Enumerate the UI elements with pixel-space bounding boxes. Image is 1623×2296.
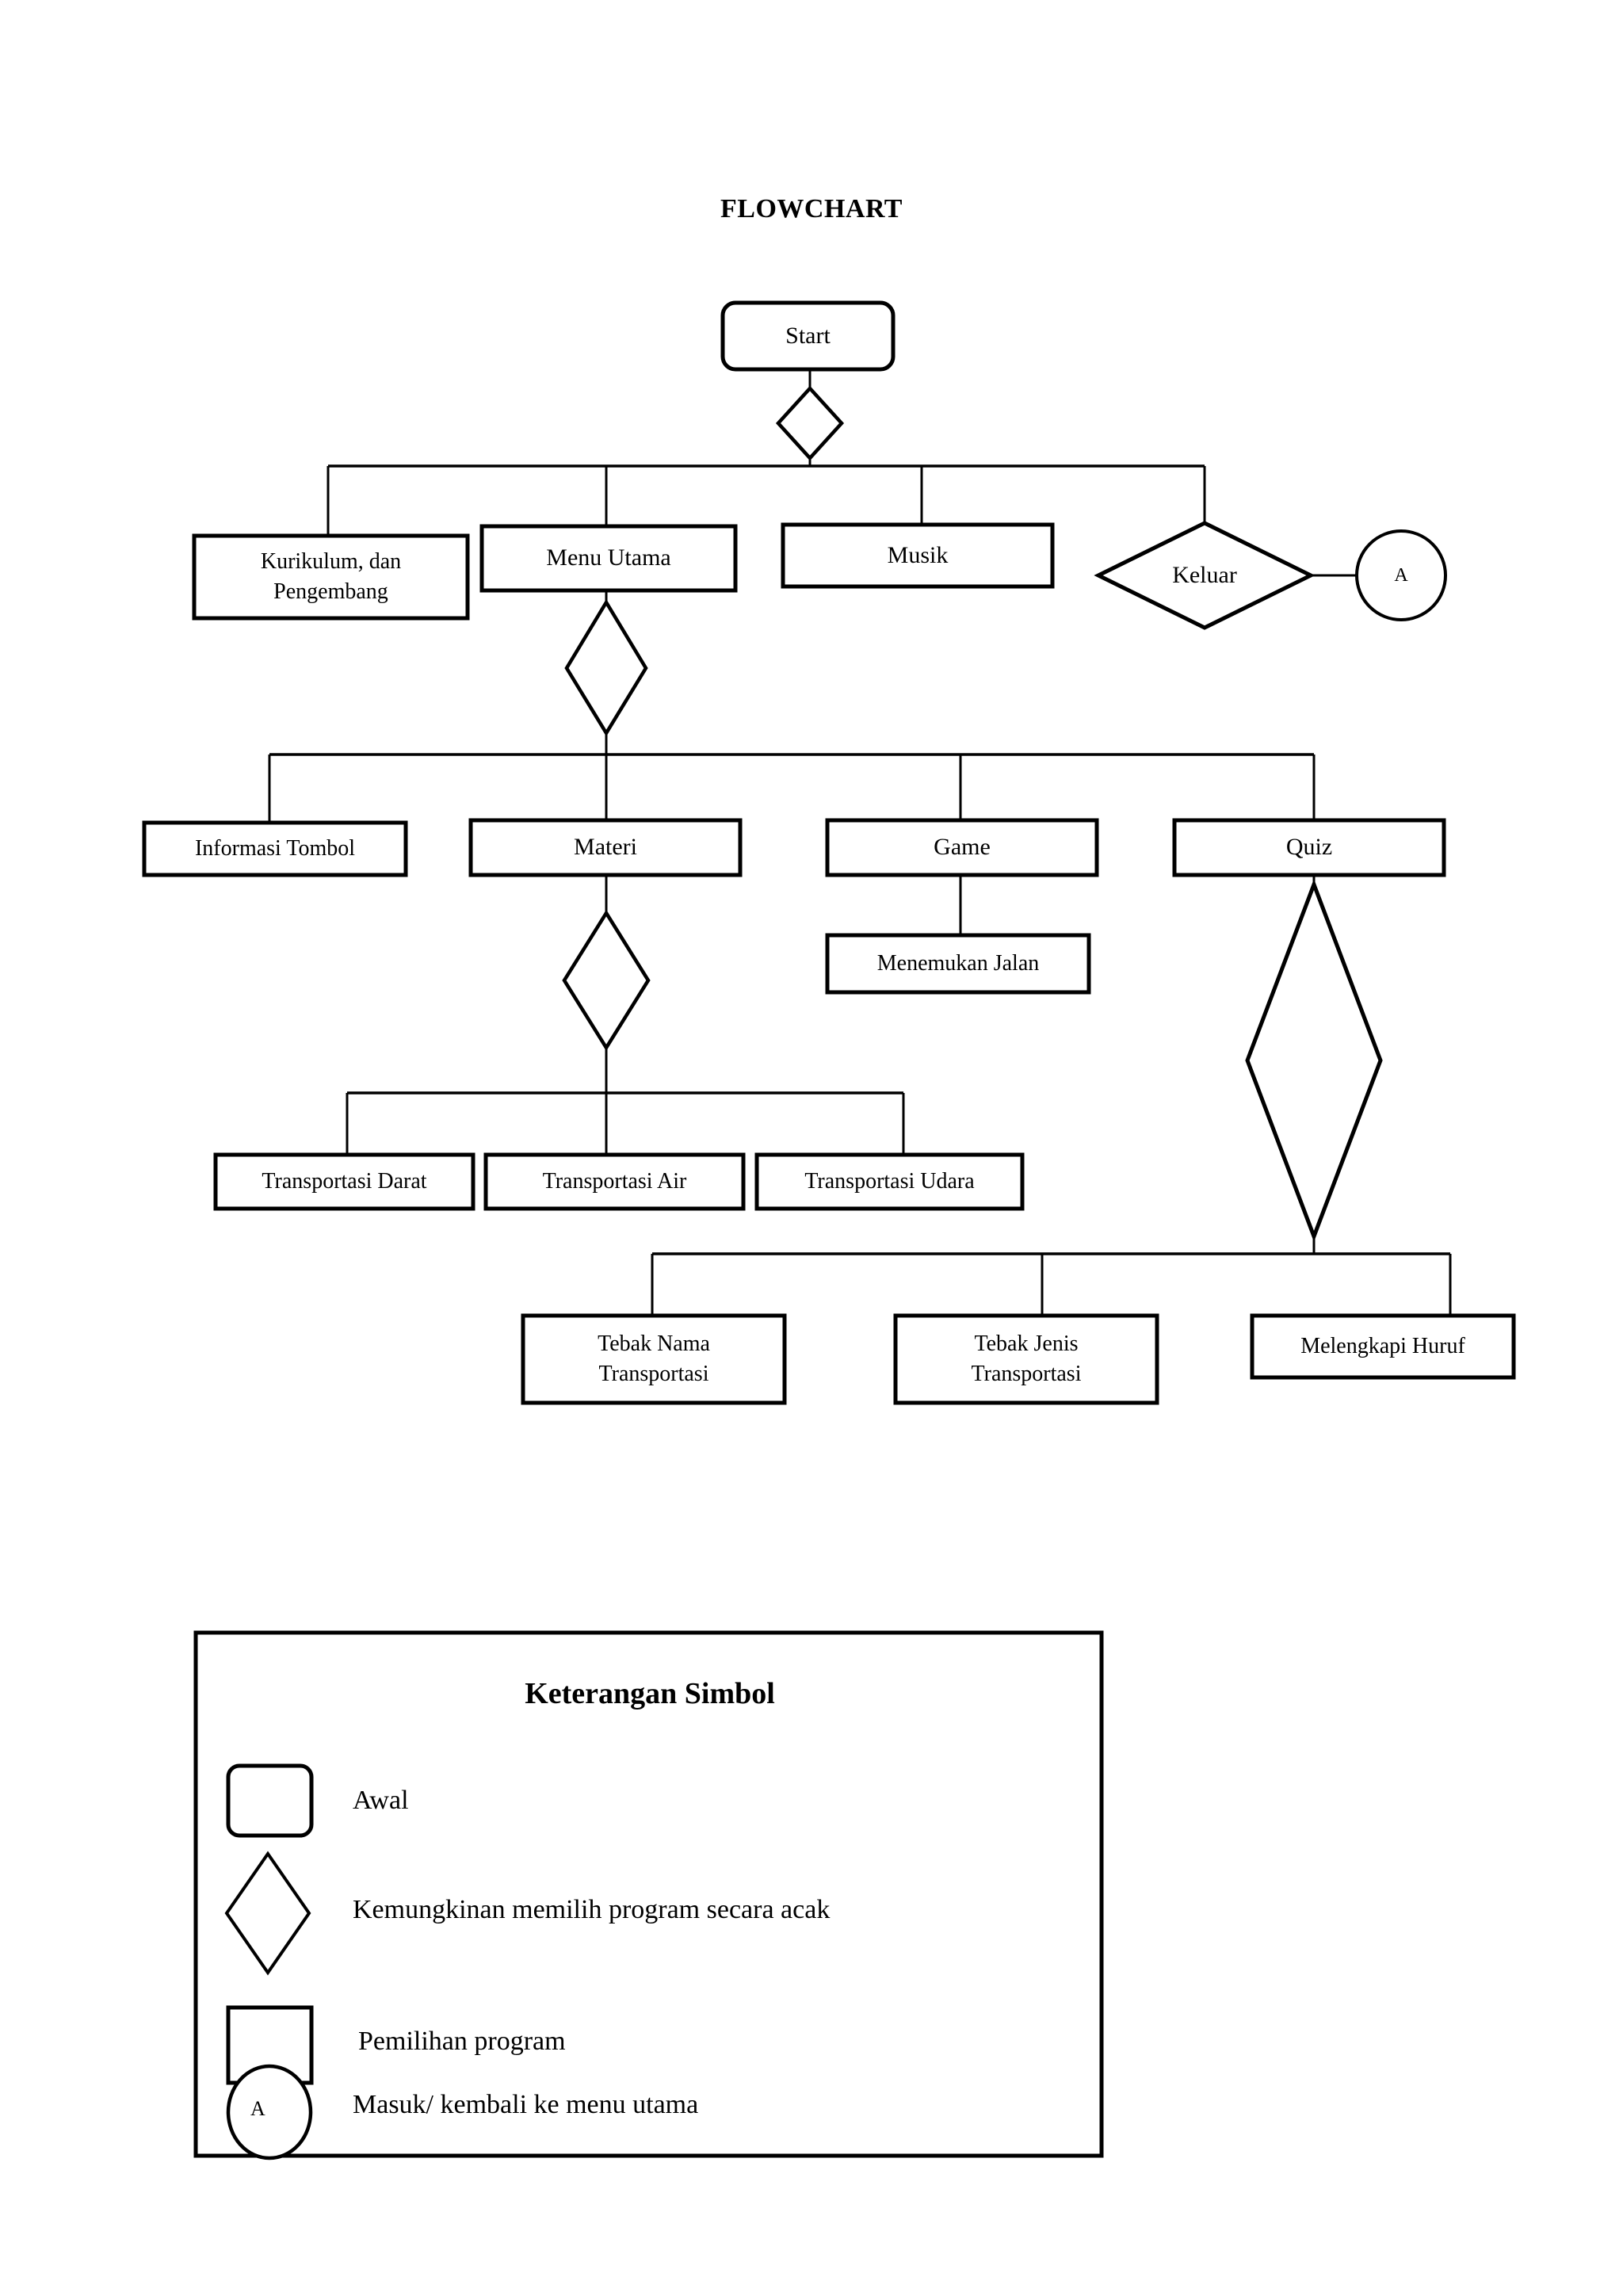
page-title: FLOWCHART: [720, 194, 903, 223]
node-transportasi-darat[interactable]: [213, 1152, 475, 1211]
legend-item-rectangle-text: Pemilihan program: [358, 2027, 566, 2056]
node-connector-a[interactable]: [1355, 529, 1447, 621]
node-decision-4[interactable]: [1245, 878, 1383, 1243]
node-decision-1[interactable]: [775, 385, 845, 461]
node-quiz[interactable]: [1172, 818, 1446, 877]
node-game[interactable]: [825, 818, 1099, 877]
legend-title: Keterangan Simbol: [525, 1677, 775, 1710]
legend-diamond-icon: [224, 1851, 311, 1976]
node-decision-3[interactable]: [562, 909, 651, 1052]
node-transportasi-udara[interactable]: [754, 1152, 1025, 1211]
node-start[interactable]: [720, 300, 896, 372]
node-melengkapi-huruf[interactable]: [1250, 1313, 1516, 1380]
node-transportasi-air[interactable]: [483, 1152, 746, 1211]
legend-item-connector-text: Masuk/ kembali ke menu utama: [353, 2090, 699, 2119]
node-tebak-jenis-transportasi[interactable]: [893, 1313, 1159, 1405]
node-tebak-nama-transportasi[interactable]: [521, 1313, 787, 1405]
legend-awal-icon: [226, 1763, 314, 1838]
node-materi[interactable]: [468, 818, 743, 877]
node-musik[interactable]: [781, 522, 1055, 589]
legend-box: [193, 1630, 1104, 2158]
node-kurikulum[interactable]: [192, 533, 470, 621]
legend-item-awal-text: Awal: [353, 1786, 409, 1815]
legend-connector-inner-label: A: [250, 2097, 265, 2120]
node-menu-utama[interactable]: [479, 524, 738, 593]
legend-connector-icon: [226, 2064, 313, 2160]
connector-lines: [268, 369, 1452, 1316]
node-decision-2[interactable]: [564, 598, 648, 737]
node-menemukan-jalan[interactable]: [825, 933, 1091, 995]
node-keluar[interactable]: [1094, 521, 1316, 630]
node-informasi-tombol[interactable]: [142, 820, 408, 877]
legend-item-diamond-text: Kemungkinan memilih program secara acak: [353, 1895, 831, 1924]
